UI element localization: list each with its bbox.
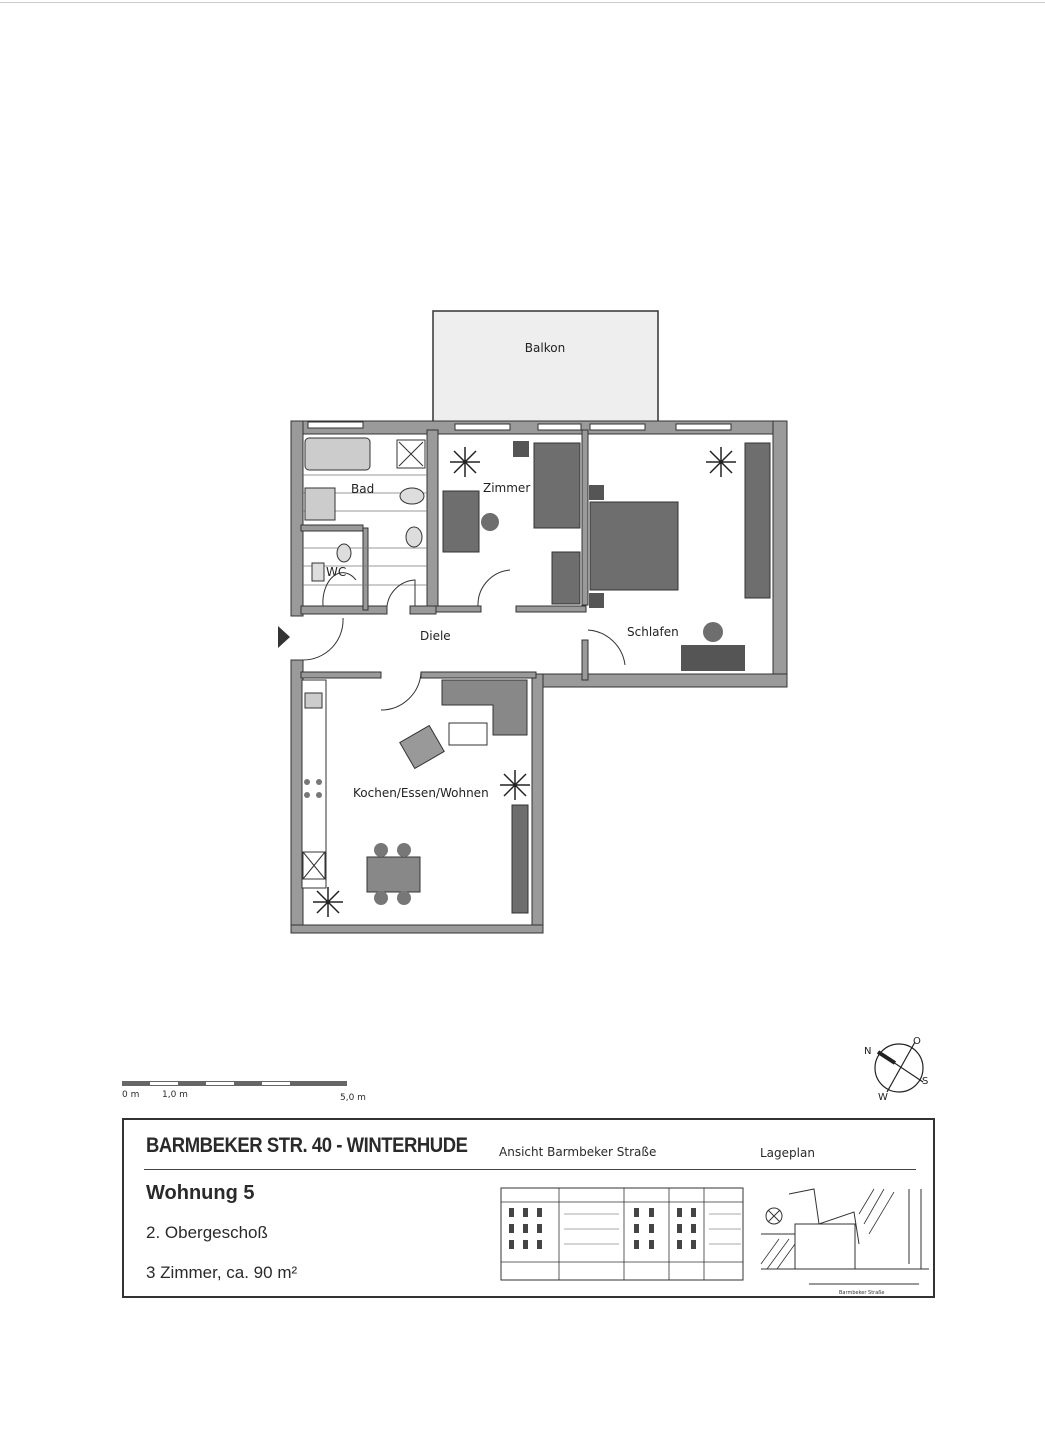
nightstand bbox=[513, 441, 529, 457]
bath-sink-2 bbox=[405, 526, 423, 548]
sofa bbox=[441, 679, 528, 736]
nightstand-bottom bbox=[589, 593, 604, 608]
scale-label-mid: 1,0 m bbox=[162, 1090, 188, 1100]
site-street-label: Barmbeker Straße bbox=[839, 1290, 885, 1296]
wc-sink bbox=[311, 562, 325, 582]
tv-cabinet bbox=[511, 804, 529, 914]
room-label-bath: Bad bbox=[351, 482, 374, 496]
kitchen-sink bbox=[304, 692, 323, 709]
coffee-table bbox=[448, 722, 488, 746]
shower-tray bbox=[304, 487, 336, 521]
room-label-hall: Diele bbox=[420, 629, 451, 643]
windows bbox=[307, 421, 732, 431]
site-plan-label: Lageplan bbox=[760, 1146, 815, 1160]
compass-w: W bbox=[878, 1092, 888, 1103]
armchair bbox=[399, 724, 445, 770]
chair-bedroom bbox=[703, 622, 723, 642]
compass-o: O bbox=[913, 1036, 921, 1047]
site-plan: Barmbeker Straße bbox=[760, 1188, 929, 1296]
scale-bar bbox=[122, 1081, 347, 1086]
wc-toilet bbox=[336, 543, 352, 563]
compass-s: S bbox=[922, 1076, 928, 1087]
scale-label-start: 0 m bbox=[122, 1090, 140, 1100]
title-block: BARMBEKER STR. 40 - WINTERHUDE Ansicht B… bbox=[122, 1118, 935, 1298]
room-label-living: Kochen/Essen/Wohnen bbox=[353, 786, 489, 800]
scan-edge-line bbox=[0, 2, 1045, 3]
room-label-wc: WC bbox=[326, 565, 346, 579]
nightstand-top bbox=[589, 485, 604, 500]
dining-table bbox=[366, 856, 421, 893]
room-label-balcony: Balkon bbox=[525, 341, 565, 355]
bathtub bbox=[304, 437, 371, 471]
walls bbox=[290, 420, 788, 934]
unit-title: Wohnung 5 bbox=[146, 1182, 255, 1204]
dresser bbox=[681, 645, 745, 671]
scale-label-end: 5,0 m bbox=[340, 1093, 366, 1103]
elevation-label: Ansicht Barmbeker Straße bbox=[499, 1145, 657, 1159]
desk bbox=[442, 490, 480, 553]
room-label-bedroom: Schlafen bbox=[627, 625, 679, 639]
doors bbox=[302, 569, 626, 711]
title-divider bbox=[144, 1169, 916, 1170]
address-title: BARMBEKER STR. 40 - WINTERHUDE bbox=[146, 1134, 468, 1157]
bath-sink bbox=[399, 487, 425, 505]
room-label-room: Zimmer bbox=[483, 481, 530, 495]
chair bbox=[481, 513, 499, 531]
plant-icons bbox=[313, 447, 736, 917]
fridge-cross-icon bbox=[302, 851, 326, 880]
size-text: 3 Zimmer, ca. 90 m² bbox=[146, 1263, 298, 1282]
double-bed bbox=[589, 501, 679, 591]
building-elevation bbox=[500, 1187, 744, 1281]
shower-drain-icon bbox=[398, 441, 424, 467]
floor-text: 2. Obergeschoß bbox=[146, 1223, 268, 1242]
stove-icon bbox=[304, 779, 322, 798]
compass-icon bbox=[874, 1041, 924, 1093]
entrance-arrow-icon bbox=[278, 626, 290, 648]
bed-single bbox=[533, 442, 581, 529]
balcony bbox=[432, 310, 659, 423]
dining-chairs bbox=[374, 843, 411, 905]
compass-n: N bbox=[864, 1046, 871, 1057]
wardrobe-small bbox=[551, 551, 581, 605]
wardrobe bbox=[744, 442, 771, 599]
